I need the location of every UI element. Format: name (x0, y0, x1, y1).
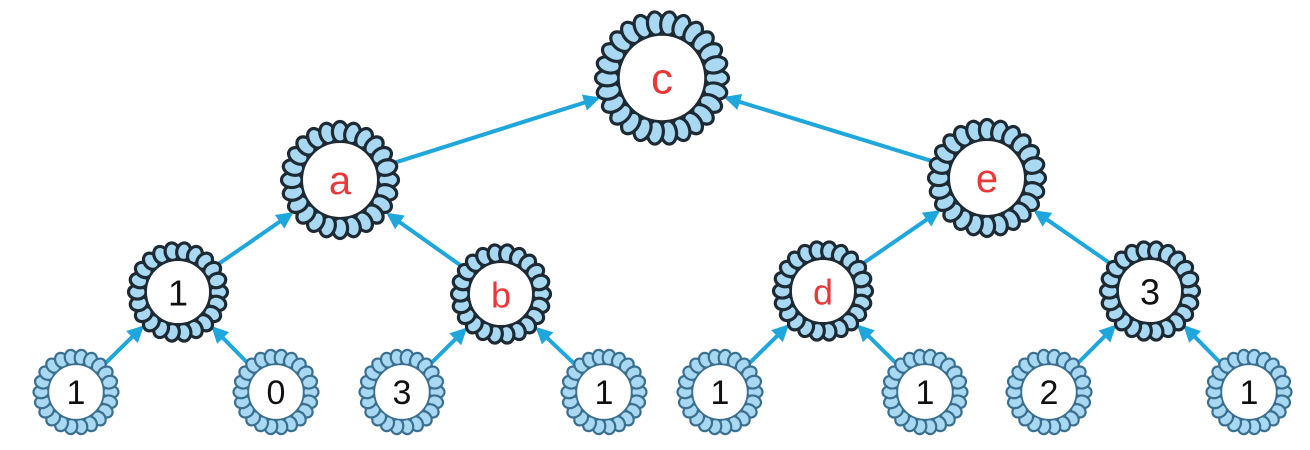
edge-leaf1-to-l2_1 (101, 325, 144, 367)
node-label-leaf8: 1 (1240, 374, 1259, 412)
node-leaf2: 0 (232, 348, 320, 436)
node-label-e: e (976, 157, 998, 201)
node-label-leaf2: 0 (267, 374, 286, 412)
nodes-layer: c a e 1 b d 3 1 0 3 1 1 1 2 1 (32, 10, 1293, 436)
edge-leaf4-to-b (535, 326, 578, 368)
node-d: d (771, 240, 875, 342)
node-leaf1: 1 (32, 348, 120, 436)
node-l2_3: 3 (1098, 240, 1202, 342)
edge-leaf6-to-d (856, 324, 900, 367)
node-label-leaf7: 2 (1040, 374, 1059, 412)
node-label-leaf4: 1 (595, 374, 614, 412)
node-center (144, 258, 212, 326)
edge-leaf8-to-l2_3 (1183, 325, 1224, 367)
node-e: e (926, 117, 1048, 239)
node-leaf8: 1 (1205, 348, 1293, 436)
node-center (247, 363, 305, 421)
node-leaf5: 1 (676, 348, 764, 436)
edge-leaf5-to-d (745, 324, 789, 367)
edge-b-to-a (386, 212, 466, 270)
node-leaf7: 2 (1005, 348, 1093, 436)
node-label-l2_1: 1 (168, 273, 188, 314)
node-label-b: b (491, 275, 511, 316)
node-label-a: a (329, 159, 352, 203)
node-label-c: c (651, 55, 673, 104)
edge-l2_3-to-e (1033, 210, 1115, 268)
node-label-d: d (813, 272, 833, 313)
node-center (1020, 363, 1078, 421)
node-center (617, 33, 707, 123)
node-label-leaf6: 1 (916, 374, 935, 412)
node-c: c (593, 10, 731, 146)
node-center (789, 257, 857, 325)
node-center (947, 138, 1027, 218)
node-center (467, 260, 535, 328)
node-label-l2_3: 3 (1140, 272, 1160, 313)
node-center (47, 363, 105, 421)
node-center (896, 363, 954, 421)
node-label-leaf1: 1 (67, 374, 86, 412)
node-center (691, 363, 749, 421)
node-label-leaf5: 1 (711, 374, 730, 412)
node-leaf3: 3 (358, 348, 446, 436)
edge-leaf3-to-b (427, 327, 468, 367)
node-center (1220, 363, 1278, 421)
node-center (373, 363, 431, 421)
node-label-leaf3: 3 (393, 374, 412, 412)
edge-leaf7-to-l2_3 (1074, 324, 1117, 367)
node-b: b (449, 243, 553, 345)
node-center (575, 363, 633, 421)
edges-layer (101, 93, 1224, 368)
edge-a-to-c (390, 94, 601, 166)
node-center (300, 140, 380, 220)
node-leaf6: 1 (881, 348, 969, 436)
edge-l2_1-to-a (213, 212, 294, 269)
edge-leaf2-to-l2_1 (211, 326, 251, 367)
node-l2_1: 1 (126, 241, 230, 343)
edge-e-to-c (723, 93, 936, 165)
edge-d-to-e (858, 210, 941, 268)
node-center (1116, 257, 1184, 325)
node-a: a (279, 119, 401, 241)
node-leaf4: 1 (560, 348, 648, 436)
